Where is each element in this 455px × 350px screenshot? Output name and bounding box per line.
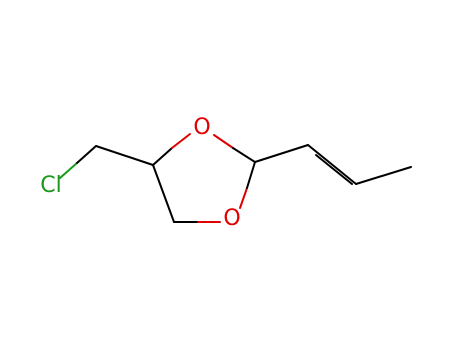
- bond-c4-o1-o-side: [171, 133, 191, 149]
- bond-cl-ch2-cl-side: [59, 162, 78, 179]
- chlorine-atom-label: Cl: [40, 173, 61, 198]
- oxygen-bottom-atom-label: O: [223, 206, 240, 231]
- double-bond-inner: [315, 154, 353, 185]
- oxygen-top-atom-label: O: [193, 115, 210, 140]
- bond-ch2-c4: [95, 145, 154, 166]
- bond-c4-c5: [152, 164, 175, 223]
- bond-o3-c2-o-side: [239, 187, 248, 209]
- double-bond-outer: [307, 144, 357, 185]
- bond-o1-c2-o-side: [213, 134, 234, 149]
- bond-c2-vinyl: [254, 144, 309, 163]
- bond-vinyl-methyl: [355, 166, 412, 185]
- bond-o1-c2: [232, 147, 256, 163]
- bond-o3-c2: [246, 161, 256, 189]
- bond-c4-o1: [152, 147, 173, 166]
- bond-cl-ch2: [76, 145, 97, 164]
